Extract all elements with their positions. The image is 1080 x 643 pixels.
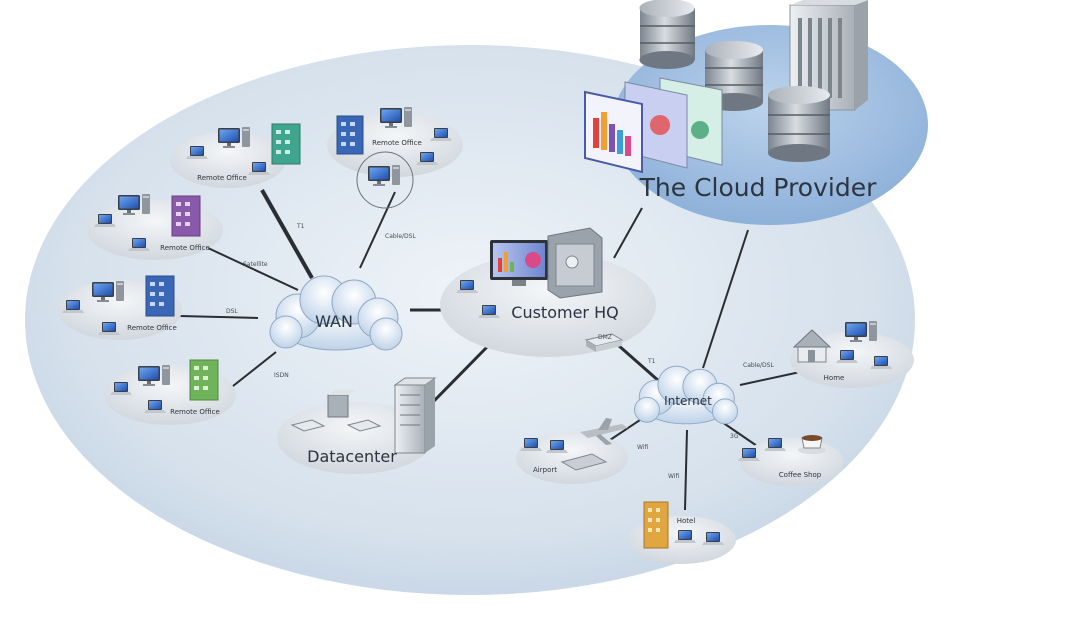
database-icon	[768, 86, 830, 162]
link-label-cable-dsl-home: Cable/DSL	[743, 362, 774, 369]
link-label-3g: 3G	[730, 433, 739, 440]
link-label-isdn: ISDN	[274, 372, 289, 379]
database-icon	[639, 0, 695, 69]
office-building-icon	[171, 195, 201, 237]
airport-node: Airport	[516, 418, 628, 484]
house-icon	[792, 329, 832, 363]
coffee-shop-label: Coffee Shop	[779, 471, 822, 479]
node-platform	[277, 402, 433, 474]
customer-hq-node: DMZ Customer HQ	[440, 227, 656, 357]
remote-office-label: Remote Office	[127, 324, 177, 332]
wan-label: WAN	[315, 312, 353, 331]
link-label-t1-internet: T1	[647, 358, 656, 365]
link-label-wifi-airport: Wifi	[637, 444, 648, 451]
firewall-device-icon	[584, 333, 624, 352]
highlight-circle	[356, 151, 414, 209]
monitor-dashboard-icon	[490, 240, 548, 286]
remote-office-node: Remote Office	[104, 359, 236, 425]
datacenter-node: Datacenter	[277, 377, 437, 474]
office-building-icon	[145, 275, 175, 317]
datacenter-label: Datacenter	[307, 447, 397, 466]
application-panels-icon	[584, 77, 723, 174]
cloud-provider: The Cloud Provider	[584, 0, 928, 225]
baggage-cart-icon	[560, 453, 608, 471]
link-label-wifi-hotel: Wifi	[668, 473, 679, 480]
dmz-label: DMZ	[598, 334, 612, 341]
home-node: Home	[790, 321, 914, 388]
internet-label: Internet	[664, 394, 712, 408]
link-label-t1: T1	[296, 223, 305, 230]
office-building-icon	[189, 359, 219, 401]
link-label-satellite: Satellite	[243, 261, 268, 268]
wan-cloud: WAN	[269, 275, 403, 351]
server-cabinet-icon	[547, 227, 603, 299]
hotel-label: Hotel	[677, 517, 696, 525]
server-box-icon	[327, 390, 356, 418]
remote-office-node: Remote Office	[170, 123, 301, 188]
hotel-node: Hotel	[628, 501, 736, 564]
hotel-building-icon	[643, 501, 669, 549]
remote-office-node: Remote Office	[58, 275, 182, 340]
airport-label: Airport	[533, 466, 557, 474]
office-building-icon	[271, 123, 301, 165]
remote-office-node: Remote Office	[87, 194, 223, 260]
home-label: Home	[824, 374, 845, 382]
remote-office-label: Remote Office	[170, 408, 220, 416]
coffee-cup-icon	[798, 435, 826, 454]
link-label-cable-dsl: Cable/DSL	[385, 233, 416, 240]
office-building-icon	[336, 115, 364, 155]
link-label-dsl: DSL	[226, 308, 238, 315]
coffee-shop-node: Coffee Shop	[738, 435, 844, 486]
remote-office-label: Remote Office	[372, 139, 422, 147]
cloud-provider-label: The Cloud Provider	[639, 173, 877, 202]
switch-device-icon	[290, 419, 382, 432]
node-platform	[516, 432, 628, 484]
server-tower-icon	[393, 377, 437, 454]
customer-hq-label: Customer HQ	[511, 303, 618, 322]
remote-office-label: Remote Office	[160, 244, 210, 252]
remote-office-node: Remote Office	[327, 107, 463, 209]
remote-office-label: Remote Office	[197, 174, 247, 182]
network-links	[179, 189, 801, 511]
airplane-icon	[580, 418, 628, 445]
